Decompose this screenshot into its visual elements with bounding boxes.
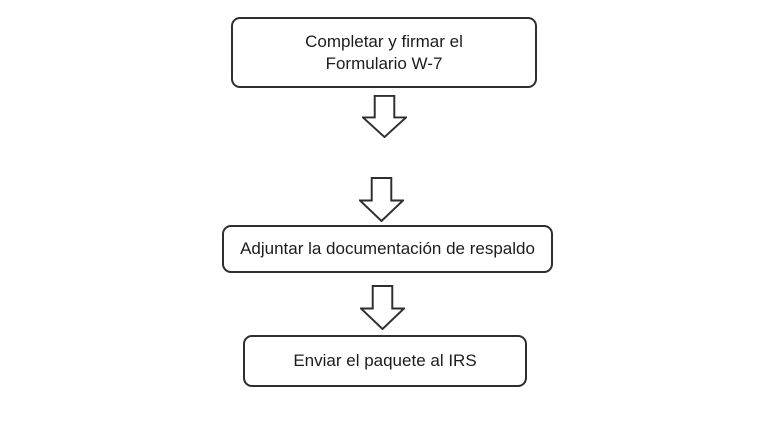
node-label-line: Adjuntar la documentación de respaldo	[240, 239, 535, 258]
down-arrow-icon	[359, 177, 404, 222]
flowchart-node-step-1: Completar y firmar el Formulario W-7	[231, 17, 537, 88]
node-label-line: Completar y firmar el	[305, 31, 463, 51]
node-label-line: Enviar el paquete al IRS	[293, 351, 477, 370]
flowchart-node-step-3: Enviar el paquete al IRS	[243, 335, 527, 387]
down-arrow-icon	[360, 285, 405, 330]
flowchart-node-step-2: Adjuntar la documentación de respaldo	[222, 225, 553, 273]
down-arrow-icon	[362, 95, 407, 138]
node-label-line: Formulario W-7	[325, 53, 443, 73]
